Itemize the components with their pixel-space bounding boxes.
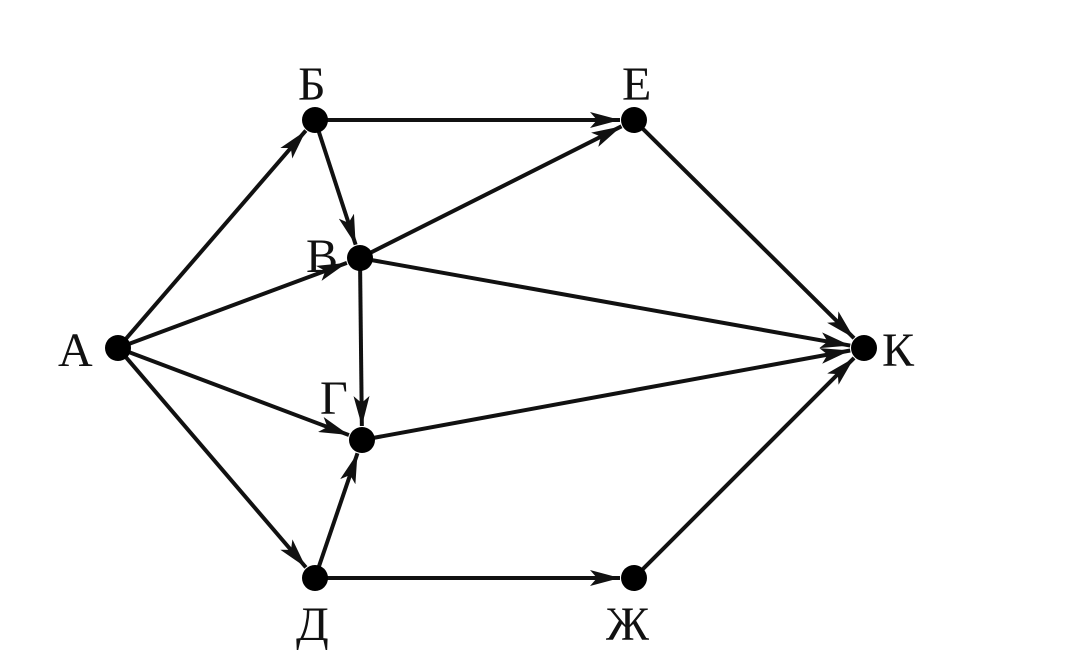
edge-d-g <box>313 452 360 579</box>
node-label-v: В <box>306 230 338 283</box>
node-b <box>302 107 328 133</box>
node-zh <box>621 565 647 591</box>
node-label-zh: Ж <box>606 598 650 651</box>
node-label-b: Б <box>298 58 326 111</box>
edge-v-e <box>359 124 623 260</box>
edge-v-g <box>353 257 370 427</box>
edge-g-k <box>361 348 851 442</box>
edge-a-v <box>117 261 348 350</box>
node-k <box>851 335 877 361</box>
nodes-layer <box>105 107 877 591</box>
node-label-e: Е <box>622 58 651 111</box>
node-label-g: Г <box>320 372 348 425</box>
edge-a-g <box>117 346 350 437</box>
node-a <box>105 335 131 361</box>
edge-e-k <box>632 118 856 340</box>
edge-zh-k <box>632 356 856 580</box>
node-e <box>621 107 647 133</box>
edge-a-d <box>116 346 308 569</box>
node-label-d: Д <box>296 598 329 651</box>
edge-b-v <box>313 119 358 246</box>
node-g <box>349 427 375 453</box>
node-v <box>347 245 373 271</box>
labels-layer: А Б В Г Д Е Ж К <box>58 58 915 651</box>
edge-v-k <box>359 256 851 349</box>
node-d <box>302 565 328 591</box>
node-label-k: К <box>882 324 915 377</box>
edge-a-b <box>116 129 308 350</box>
edges-layer <box>116 112 856 586</box>
node-label-a: А <box>58 324 93 377</box>
